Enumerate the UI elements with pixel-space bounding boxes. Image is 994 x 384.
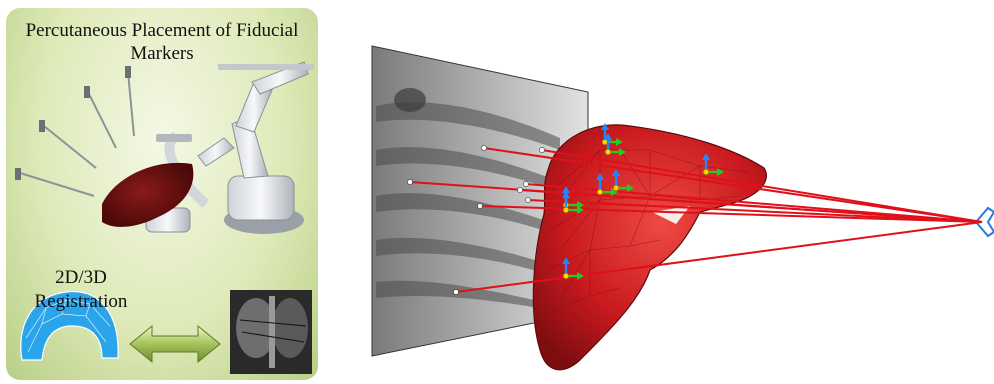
image-point: [539, 147, 544, 152]
fiducial-marker: [613, 185, 619, 191]
image-point: [477, 203, 482, 208]
fiducial-marker: [563, 273, 569, 279]
fiducial-marker: [563, 207, 569, 213]
liver-model: [533, 125, 766, 370]
image-point: [525, 197, 530, 202]
image-point: [453, 289, 458, 294]
image-point: [481, 145, 486, 150]
fiducial-marker: [703, 169, 709, 175]
image-point: [407, 179, 412, 184]
fiducial-marker: [597, 189, 603, 195]
image-point: [517, 187, 522, 192]
image-point: [523, 181, 528, 186]
fiducial-marker: [605, 149, 611, 155]
